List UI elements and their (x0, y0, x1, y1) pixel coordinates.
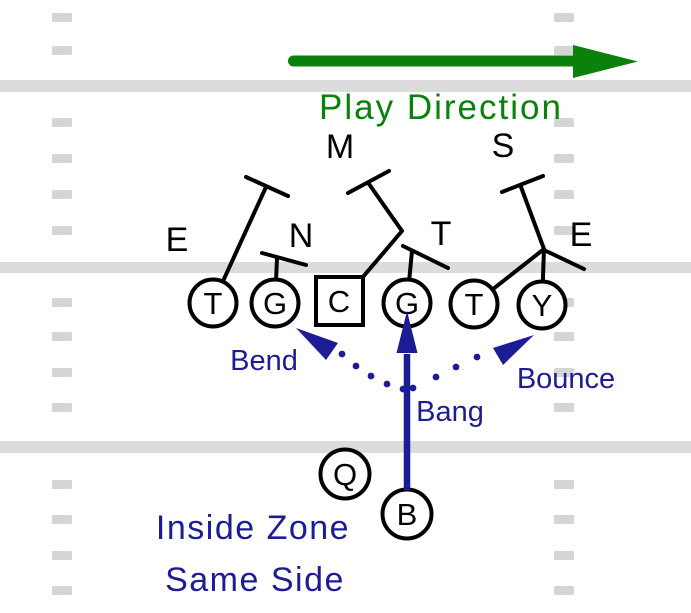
play-caption: Inside Zone Same Side (156, 509, 350, 599)
hash-mark (554, 586, 574, 595)
bounce-arrow (409, 335, 534, 392)
player-circle (516, 279, 568, 331)
hash-mark (52, 298, 72, 307)
hash-mark (554, 332, 574, 341)
player-running-back: B (380, 487, 434, 541)
player-square (314, 275, 365, 327)
block-bar-center (346, 169, 391, 195)
play-direction-arrow (288, 45, 638, 78)
hash-mark (52, 403, 72, 412)
play-direction-label: Play Direction (319, 88, 563, 127)
run-path-arrows (296, 311, 534, 490)
player-label: G (263, 286, 287, 321)
defender-e-left: E (166, 221, 189, 259)
hash-mark (554, 46, 574, 55)
bounce-arrowhead (493, 335, 534, 365)
bounce-dot (452, 363, 460, 371)
player-tight-end: Y (516, 279, 568, 331)
defender-t: T (431, 215, 452, 253)
block-bar-left-tackle (244, 175, 290, 198)
yard-line (0, 80, 691, 92)
play-direction-arrowhead (573, 45, 638, 78)
hash-mark (554, 368, 574, 377)
hash-mark (554, 13, 574, 22)
bend-dot (367, 372, 375, 380)
bend-arrowhead (296, 328, 338, 360)
backfield: Q B (318, 447, 434, 541)
hash-mark (52, 226, 72, 235)
player-circle (318, 447, 372, 501)
hash-mark (554, 403, 574, 412)
hash-mark (52, 586, 72, 595)
bounce-dot (409, 384, 417, 392)
player-label: T (204, 286, 223, 321)
player-right-tackle: T (448, 278, 500, 330)
hash-mark (52, 190, 72, 199)
bounce-dot (473, 353, 481, 361)
bounce-dot (432, 373, 440, 381)
player-label: T (465, 287, 484, 322)
yard-line (0, 441, 691, 453)
hash-mark (52, 515, 72, 524)
bend-arrow (296, 328, 407, 393)
hash-mark (554, 480, 574, 489)
player-center: C (314, 275, 365, 327)
bang-label: Bang (416, 396, 484, 428)
player-label: Y (532, 288, 553, 323)
hash-mark (554, 154, 574, 163)
player-quarterback: Q (318, 447, 372, 501)
caption-line-2: Same Side (165, 561, 345, 599)
player-left-guard: G (249, 277, 301, 329)
defense-labels: E N M T S E (166, 127, 593, 259)
player-left-tackle: T (187, 277, 239, 329)
block-bar-sam (500, 174, 545, 194)
hash-mark (554, 226, 574, 235)
block-bar-right-guard (401, 244, 450, 270)
hash-mark (554, 515, 574, 524)
hash-mark (52, 480, 72, 489)
hash-mark (52, 551, 72, 560)
bang-arrow (396, 311, 418, 490)
hash-mark (52, 154, 72, 163)
hash-mark (554, 118, 574, 127)
player-circle (249, 277, 301, 329)
yard-line (0, 262, 691, 273)
bend-dot (338, 350, 346, 358)
defender-e-right: E (570, 216, 593, 254)
bend-label: Bend (230, 345, 298, 377)
block-bar-left-guard (260, 251, 308, 267)
defender-s: S (492, 127, 515, 165)
bend-dot (399, 385, 407, 393)
hash-mark (52, 368, 72, 377)
caption-line-1: Inside Zone (156, 509, 350, 547)
player-right-guard: G (381, 277, 433, 329)
player-label: C (328, 284, 350, 319)
hash-mark (52, 13, 72, 22)
field-markings (0, 13, 691, 595)
block-stem-center (360, 182, 404, 280)
defender-n: N (289, 217, 314, 255)
play-direction-arrow-shaft (288, 55, 578, 67)
bounce-label: Bounce (517, 363, 615, 395)
hash-mark (554, 190, 574, 199)
bend-dot (352, 362, 360, 370)
hash-mark (52, 332, 72, 341)
hash-mark (554, 551, 574, 560)
bend-dot (383, 380, 391, 388)
player-circle (187, 277, 239, 329)
block-bar-end (542, 248, 586, 271)
player-circle (448, 278, 500, 330)
player-label: B (397, 497, 418, 532)
player-label: Q (333, 457, 357, 492)
bang-arrowhead (396, 311, 418, 353)
hash-mark (52, 118, 72, 127)
defender-m: M (326, 128, 354, 166)
offensive-line: T G C G T Y (187, 275, 568, 331)
hash-mark (52, 46, 72, 55)
